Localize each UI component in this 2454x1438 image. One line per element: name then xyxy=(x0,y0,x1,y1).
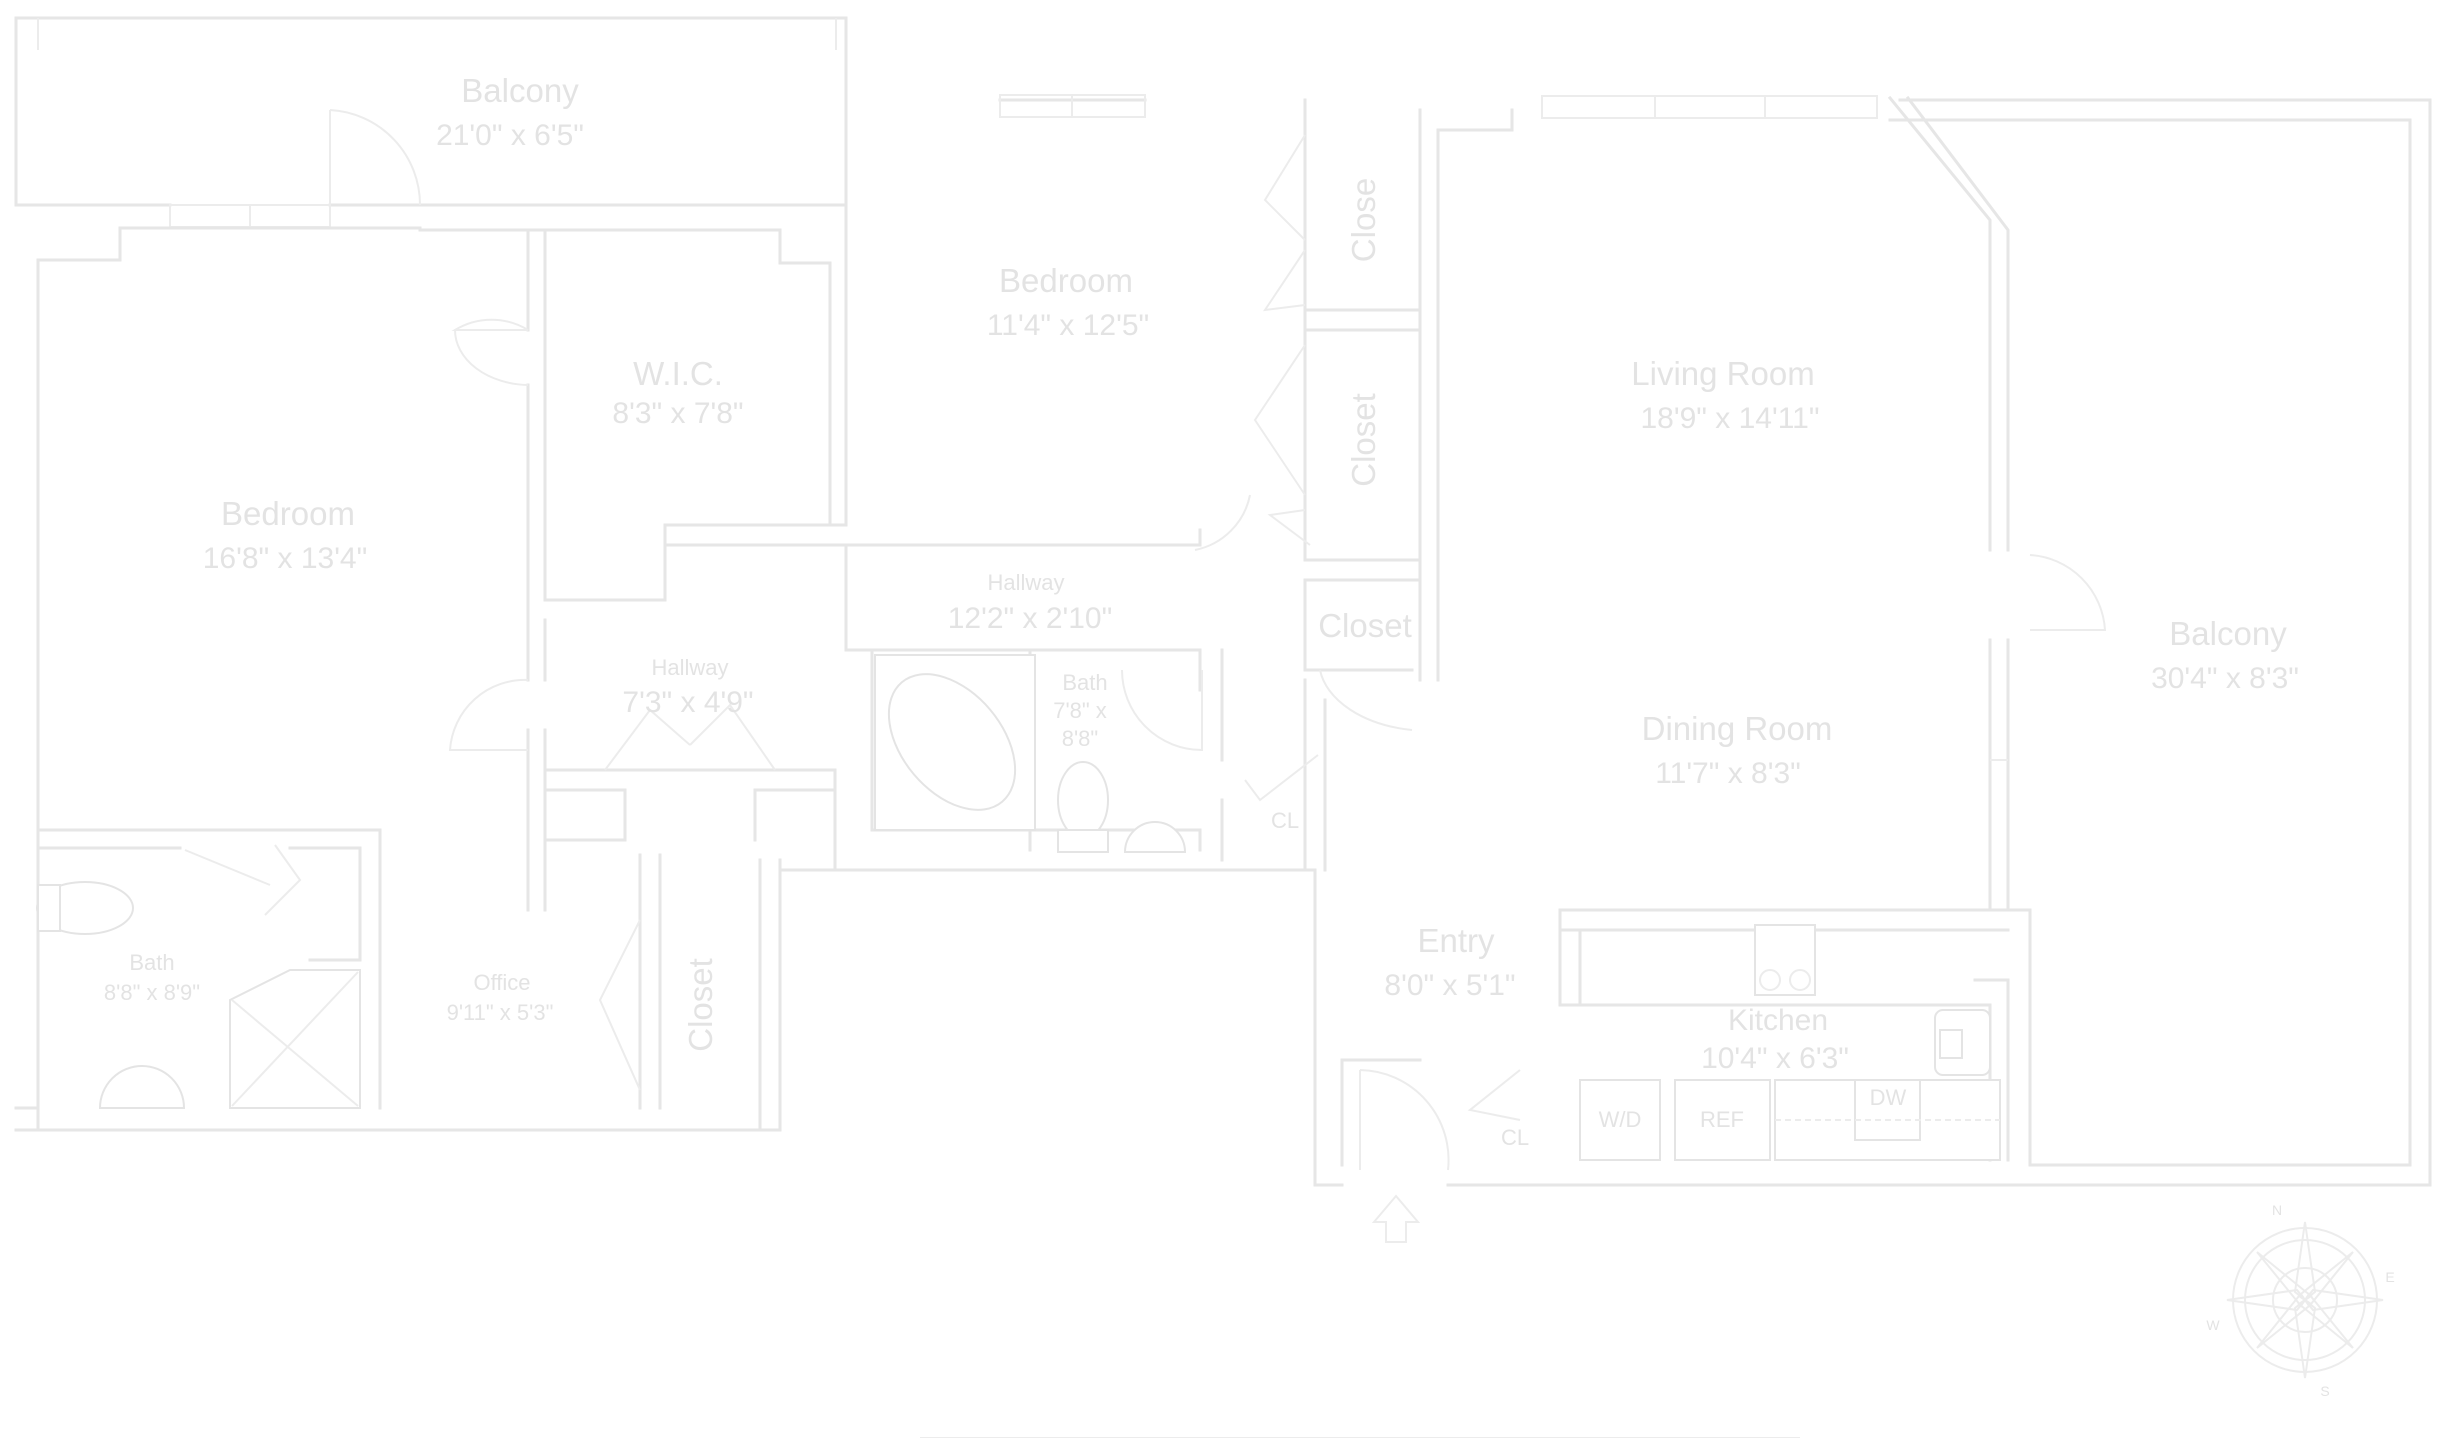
hallway-mid-name: Hallway xyxy=(987,570,1064,595)
hallway-left-name: Hallway xyxy=(651,655,728,680)
wic-name: W.I.C. xyxy=(633,355,723,392)
hallway-left-dims: 7'3" x 4'9" xyxy=(622,686,753,719)
compass-e: E xyxy=(2385,1269,2394,1285)
doors xyxy=(329,109,2107,1171)
closet-top-right-label: Close xyxy=(1345,178,1382,262)
cl-bath-label: CL xyxy=(1271,808,1299,833)
hallway-mid-dims: 12'2" x 2'10" xyxy=(948,602,1113,635)
compass-rose-icon: N E S W xyxy=(2206,1202,2394,1399)
refrigerator-label: REF xyxy=(1700,1107,1744,1132)
room-labels: Balcony 21'0" x 6'5" Bedroom 16'8" x 13'… xyxy=(104,72,2299,1075)
balcony-right-dims: 30'4" x 8'3" xyxy=(2151,662,2299,695)
cl-entry-label: CL xyxy=(1501,1125,1529,1150)
compass-n: N xyxy=(2272,1202,2282,1218)
living-dims: 18'9" x 14'11" xyxy=(1641,402,1820,435)
dining-dims: 11'7" x 8'3" xyxy=(1655,757,1801,790)
balcony-top-dims: 21'0" x 6'5" xyxy=(436,119,584,152)
balcony-right-name: Balcony xyxy=(2169,615,2287,652)
bath-left-name: Bath xyxy=(129,950,174,975)
kitchen-dims: 10'4" x 6'3" xyxy=(1701,1042,1849,1075)
entry-arrow-icon xyxy=(1371,1194,1421,1243)
entry-name: Entry xyxy=(1417,922,1495,959)
closet-office-label: Closet xyxy=(682,958,719,1052)
walls xyxy=(14,16,2432,1187)
closet-labels: Close Closet Closet Closet CL CL W/D REF… xyxy=(682,178,1907,1150)
entry-dims: 8'0" x 5'1" xyxy=(1384,969,1515,1002)
stove xyxy=(1754,924,1816,996)
bedroom-left-dims: 16'8" x 13'4" xyxy=(203,542,368,575)
dishwasher-label: DW xyxy=(1870,1085,1907,1110)
bath-mid-name: Bath xyxy=(1062,670,1107,695)
wic-dims: 8'3" x 7'8" xyxy=(612,397,743,430)
fixtures xyxy=(36,654,2001,1438)
washer-dryer xyxy=(1579,1079,1661,1161)
closet-mid-right-label: Closet xyxy=(1345,393,1382,487)
sink-left xyxy=(98,1065,186,1109)
bath-mid-dims-1: 7'8" x xyxy=(1053,698,1107,723)
bifold-doors xyxy=(184,134,1521,1121)
toilet-mid xyxy=(1057,761,1109,839)
bedroom-mid-name: Bedroom xyxy=(999,262,1133,299)
closet-hall-label: Closet xyxy=(1318,607,1412,644)
living-name: Living Room xyxy=(1631,355,1814,392)
bedroom-mid-dims: 11'4" x 12'5" xyxy=(987,309,1149,342)
bedroom-left-name: Bedroom xyxy=(221,495,355,532)
dining-name: Dining Room xyxy=(1642,710,1833,747)
balcony-top-name: Balcony xyxy=(461,72,579,109)
bath-mid-dims-2: 8'8" xyxy=(1062,726,1098,751)
refrigerator xyxy=(1674,1079,1771,1161)
bath-left-dims: 8'8" x 8'9" xyxy=(104,980,200,1005)
washer-dryer-label: W/D xyxy=(1599,1107,1642,1132)
office-name: Office xyxy=(473,970,530,995)
kitchen-name: Kitchen xyxy=(1728,1004,1828,1037)
sink-mid xyxy=(1123,821,1187,853)
compass-s: S xyxy=(2320,1383,2329,1399)
office-dims: 9'11" x 5'3" xyxy=(447,1000,554,1025)
dishwasher xyxy=(1854,1079,1921,1141)
compass-w: W xyxy=(2206,1317,2220,1333)
